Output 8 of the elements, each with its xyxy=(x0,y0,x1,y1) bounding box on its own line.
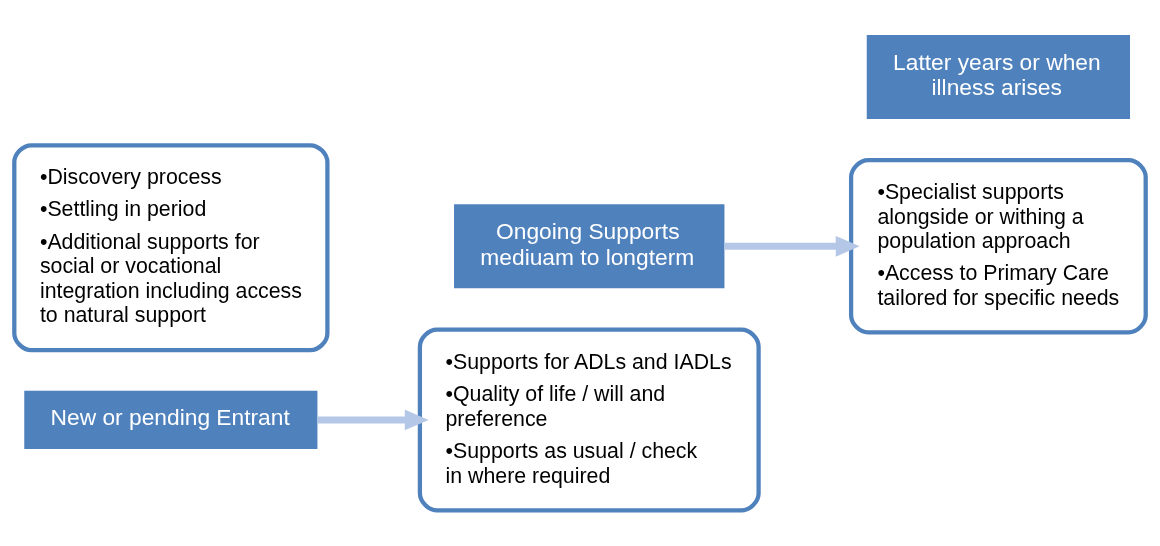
node-box: New or pending Entrant xyxy=(24,390,318,450)
arrow xyxy=(724,235,860,257)
node-box: •Specialist supports alongside or withing a population approach •Access to Primary Care tailored for specific needs xyxy=(848,158,1148,335)
node-box: •Discovery process •Settling in period •Additional supports for social or vocational integration including access to natural support xyxy=(12,143,330,353)
node-box: Latter years or when illness arises xyxy=(866,35,1131,119)
arrow xyxy=(317,409,429,431)
node-box: •Supports for ADLs and IADLs •Quality of life / will and preference •Supports as usual / check in where required xyxy=(417,327,761,513)
node-box: Ongoing Supports mediuam to longterm xyxy=(454,204,725,289)
